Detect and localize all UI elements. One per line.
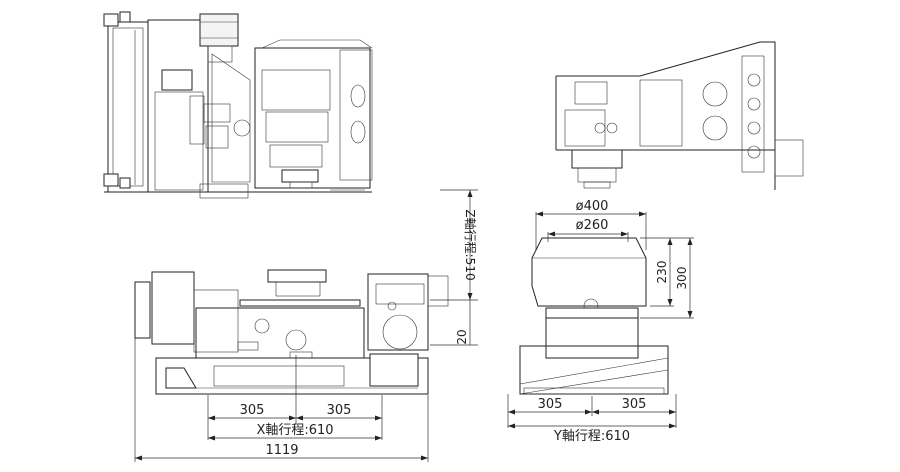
dim-table-inner-dia: ø260 <box>576 218 609 233</box>
dim-x-half-left: 305 <box>240 403 265 418</box>
dim-y-half-left: 305 <box>538 397 563 412</box>
dim-z-travel: Z軸行程:510 <box>463 209 478 280</box>
rotary-unit-dimensions <box>507 211 694 429</box>
front-view-machine <box>134 269 449 395</box>
dim-height-inner: 230 <box>655 261 669 284</box>
dim-z-offset: 20 <box>455 329 469 344</box>
dim-y-travel: Y軸行程:610 <box>553 429 630 444</box>
front-view-rotary-unit <box>519 237 669 395</box>
side-view-rotary-unit <box>555 41 804 190</box>
dim-y-half-right: 305 <box>622 397 647 412</box>
dim-height-outer: 300 <box>675 267 689 290</box>
front-view-dimensions <box>134 189 478 462</box>
dim-table-outer-dia: ø400 <box>576 199 609 214</box>
dim-x-travel: X軸行程:610 <box>256 423 333 438</box>
dim-x-half-right: 305 <box>327 403 352 418</box>
dim-total-width: 1119 <box>265 443 298 458</box>
side-view-machine <box>103 11 373 199</box>
